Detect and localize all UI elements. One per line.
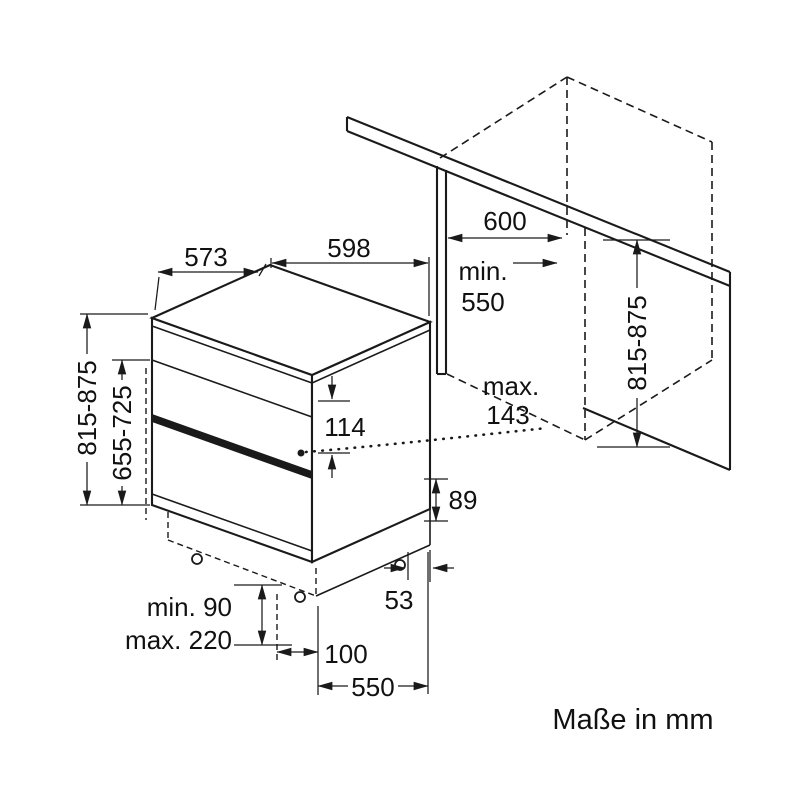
dim-rear-base-height-label: 89 <box>449 485 478 515</box>
dim-depth-label: 573 <box>184 242 227 272</box>
dimensions: 573 598 600 min. 550 815-875 <box>72 206 714 736</box>
dim-front-foot-offset-label: 100 <box>324 639 367 669</box>
control-panel-top-edge <box>151 359 313 418</box>
dim-control-panel-height-label: 114 <box>324 412 365 442</box>
countertop <box>345 116 732 471</box>
dim-foot-distance: 550 <box>317 552 429 702</box>
dim-door-clearance-label: 143 <box>486 400 529 430</box>
dim-width: 598 <box>270 233 430 316</box>
dim-rear-foot-offset-label: 53 <box>385 585 414 615</box>
dim-depth: 573 <box>154 242 267 311</box>
dim-niche-height-label: 815-875 <box>622 295 652 390</box>
dim-appliance-height-label: 815-875 <box>72 360 102 455</box>
dim-niche-depth-prefix: min. <box>458 256 507 286</box>
dim-niche-depth: min. 550 <box>458 256 558 317</box>
dishwasher <box>145 263 433 603</box>
front-right-foot <box>294 591 306 603</box>
dim-rear-foot-offset: 53 <box>384 550 454 615</box>
dim-rear-base-height: 89 <box>424 478 478 522</box>
dim-plinth-max-label: max. 220 <box>125 625 232 655</box>
dim-door-panel-height: 655-725 <box>107 359 150 506</box>
dim-plinth-min-label: min. 90 <box>147 592 232 622</box>
units-note: Maße in mm <box>552 704 713 736</box>
dim-foot-distance-label: 550 <box>351 672 394 702</box>
dim-door-clearance-prefix: max. <box>483 371 539 401</box>
door-bottom-edge <box>151 493 313 552</box>
dim-appliance-height: 815-875 <box>72 313 150 506</box>
door-handle-strip <box>152 414 312 479</box>
niche-outline <box>435 76 713 441</box>
dim-niche-depth-label: 550 <box>461 287 504 317</box>
leader-dot <box>297 449 305 457</box>
dim-niche-height: 815-875 <box>597 239 670 448</box>
niche-side-panel <box>435 166 448 376</box>
front-left-foot <box>191 553 203 565</box>
dim-width-label: 598 <box>327 233 370 263</box>
dim-niche-width: 600 <box>447 206 563 243</box>
dim-plinth-clearance: min. 90 max. 220 <box>125 584 292 655</box>
dishwasher-top-face <box>149 263 433 377</box>
plinth <box>167 509 431 597</box>
dim-door-clearance: max. 143 <box>297 371 549 457</box>
dim-control-panel-height: 114 <box>318 376 366 478</box>
dim-door-panel-height-label: 655-725 <box>107 385 137 480</box>
dim-niche-width-label: 600 <box>483 206 526 236</box>
dim-front-foot-offset: 100 <box>276 594 368 695</box>
